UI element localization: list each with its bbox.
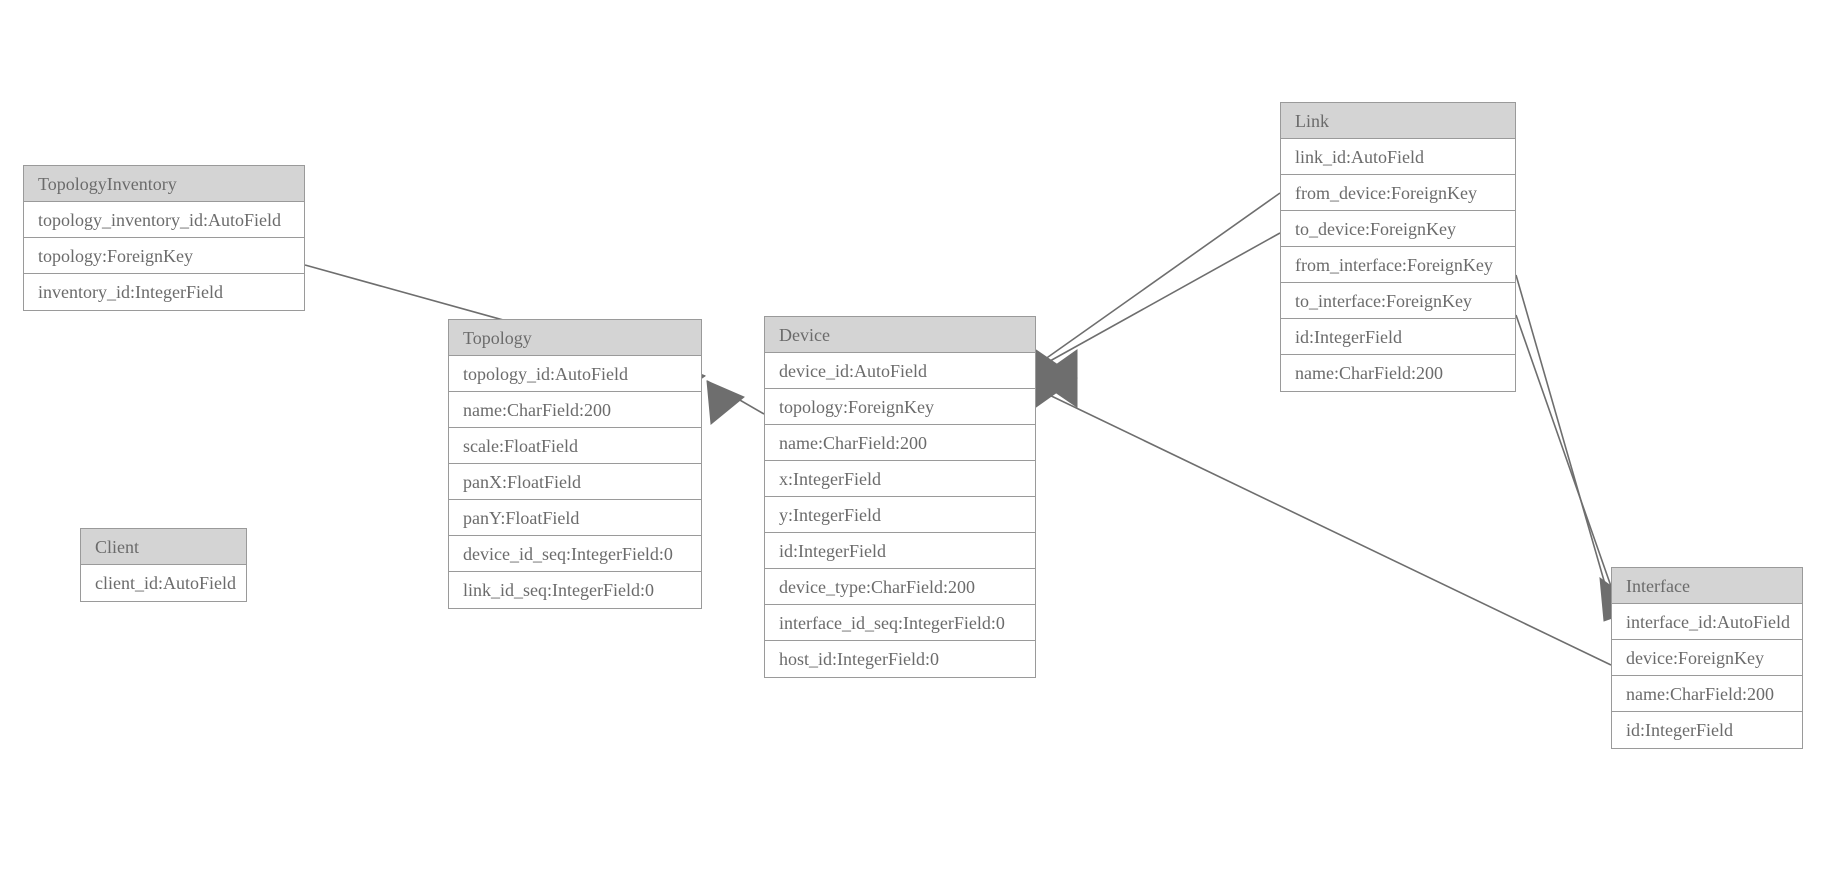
entity-field-row[interactable]: from_device:ForeignKey xyxy=(1281,175,1515,211)
entity-field-row[interactable]: name:CharField:200 xyxy=(765,425,1035,461)
entity-field-row[interactable]: device_id_seq:IntegerField:0 xyxy=(449,536,701,572)
entity-field-row[interactable]: id:IntegerField xyxy=(1281,319,1515,355)
entity-field-row[interactable]: inventory_id:IntegerField xyxy=(24,274,304,310)
entity-field-row[interactable]: topology:ForeignKey xyxy=(24,238,304,274)
edge-link-to-device[interactable] xyxy=(1040,232,1281,367)
entity-field-row[interactable]: name:CharField:200 xyxy=(1281,355,1515,391)
entity-field-row[interactable]: id:IntegerField xyxy=(1612,712,1802,748)
edge-link-to-interface[interactable] xyxy=(1515,314,1621,613)
entity-field-row[interactable]: topology_id:AutoField xyxy=(449,356,701,392)
edge-link-from-interface[interactable] xyxy=(1515,274,1614,613)
entity-field-row[interactable]: name:CharField:200 xyxy=(449,392,701,428)
entity-field-row[interactable]: link_id_seq:IntegerField:0 xyxy=(449,572,701,608)
entity-title-topology_inventory: TopologyInventory xyxy=(24,166,304,202)
entity-title-link: Link xyxy=(1281,103,1515,139)
entity-field-row[interactable]: device_type:CharField:200 xyxy=(765,569,1035,605)
entity-field-row[interactable]: topology_inventory_id:AutoField xyxy=(24,202,304,238)
entity-field-row[interactable]: interface_id:AutoField xyxy=(1612,604,1802,640)
entity-field-row[interactable]: host_id:IntegerField:0 xyxy=(765,641,1035,677)
entity-field-row[interactable]: x:IntegerField xyxy=(765,461,1035,497)
entity-field-row[interactable]: to_device:ForeignKey xyxy=(1281,211,1515,247)
entity-field-row[interactable]: device_id:AutoField xyxy=(765,353,1035,389)
entity-field-row[interactable]: link_id:AutoField xyxy=(1281,139,1515,175)
arrowhead-device xyxy=(1035,349,1078,408)
entity-field-row[interactable]: interface_id_seq:IntegerField:0 xyxy=(765,605,1035,641)
edge-device-topology[interactable] xyxy=(706,380,765,425)
entity-field-row[interactable]: device:ForeignKey xyxy=(1612,640,1802,676)
entity-field-row[interactable]: panY:FloatField xyxy=(449,500,701,536)
edge-interface-device[interactable] xyxy=(1042,391,1612,666)
entity-field-row[interactable]: panX:FloatField xyxy=(449,464,701,500)
entity-title-device: Device xyxy=(765,317,1035,353)
entity-field-row[interactable]: scale:FloatField xyxy=(449,428,701,464)
entity-title-topology: Topology xyxy=(449,320,701,356)
entity-title-interface: Interface xyxy=(1612,568,1802,604)
entity-field-row[interactable]: topology:ForeignKey xyxy=(765,389,1035,425)
entity-field-row[interactable]: to_interface:ForeignKey xyxy=(1281,283,1515,319)
edge-link-from-device[interactable] xyxy=(1040,192,1281,363)
entity-field-row[interactable]: id:IntegerField xyxy=(765,533,1035,569)
entity-field-row[interactable]: name:CharField:200 xyxy=(1612,676,1802,712)
entity-field-row[interactable]: client_id:AutoField xyxy=(81,565,246,601)
entity-title-client: Client xyxy=(81,529,246,565)
entity-field-row[interactable]: y:IntegerField xyxy=(765,497,1035,533)
entity-field-row[interactable]: from_interface:ForeignKey xyxy=(1281,247,1515,283)
